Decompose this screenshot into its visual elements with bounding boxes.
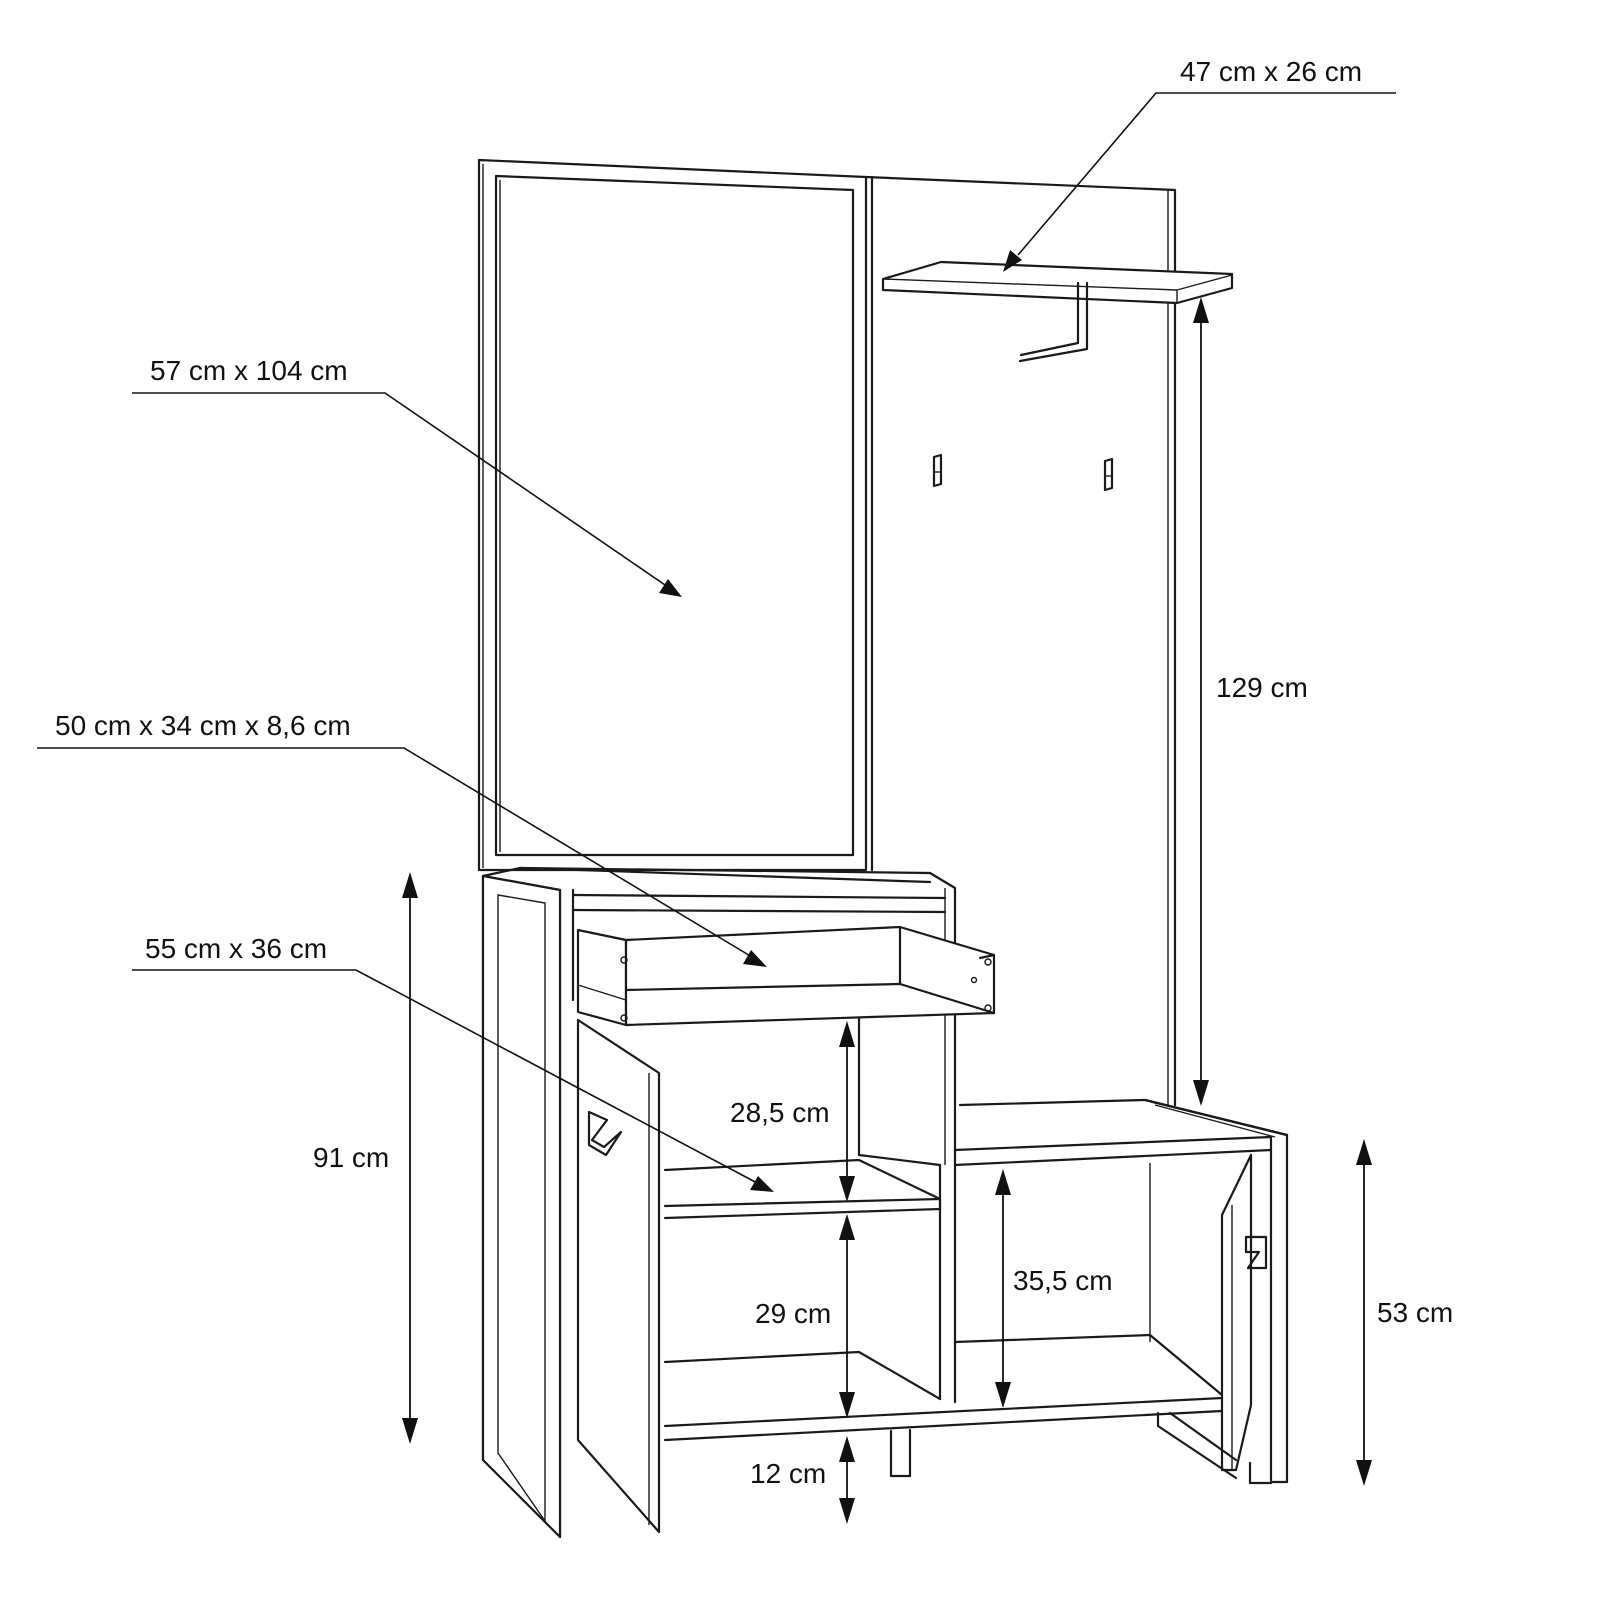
hat-shelf xyxy=(881,260,1234,305)
label-cabinet-height: 91 cm xyxy=(313,1142,389,1173)
label-upper-compartment: 28,5 cm xyxy=(730,1097,830,1128)
coat-hook-right xyxy=(1103,457,1114,492)
cabinet-legs xyxy=(889,1411,1273,1485)
right-cabinet xyxy=(953,1098,1289,1484)
dim-line-53 xyxy=(1356,1139,1372,1486)
left-compartment xyxy=(663,1153,1224,1442)
label-lower-compartment: 29 cm xyxy=(755,1298,831,1329)
dim-line-91 xyxy=(402,872,418,1444)
left-door xyxy=(576,1018,661,1534)
coat-rack-panel xyxy=(864,175,1177,1107)
dim-line-28-5 xyxy=(839,1021,855,1202)
hanging-rail xyxy=(1018,281,1089,363)
leader-inner-shelf xyxy=(132,969,774,1192)
label-leg-height: 12 cm xyxy=(750,1458,826,1489)
leader-shelf-top xyxy=(1003,92,1396,272)
drawer xyxy=(576,925,996,1027)
label-panel-height: 129 cm xyxy=(1216,672,1308,703)
leader-mirror xyxy=(132,392,682,597)
label-shelf-top: 47 cm x 26 cm xyxy=(1180,56,1362,87)
leader-drawer xyxy=(37,747,767,967)
label-right-compartment: 35,5 cm xyxy=(1013,1265,1113,1296)
dim-line-129 xyxy=(1193,297,1209,1106)
label-inner-shelf: 55 cm x 36 cm xyxy=(145,933,327,964)
mirror-panel xyxy=(477,158,868,872)
dim-line-35-5 xyxy=(995,1169,1011,1408)
label-mirror: 57 cm x 104 cm xyxy=(150,355,348,386)
label-drawer: 50 cm x 34 cm x 8,6 cm xyxy=(55,710,351,741)
right-door xyxy=(1220,1153,1268,1472)
coat-hook-left xyxy=(932,453,943,488)
dim-line-12 xyxy=(839,1436,855,1524)
label-right-cabinet-height: 53 cm xyxy=(1377,1297,1453,1328)
left-side-panel xyxy=(481,874,562,1539)
dim-line-29 xyxy=(839,1214,855,1418)
